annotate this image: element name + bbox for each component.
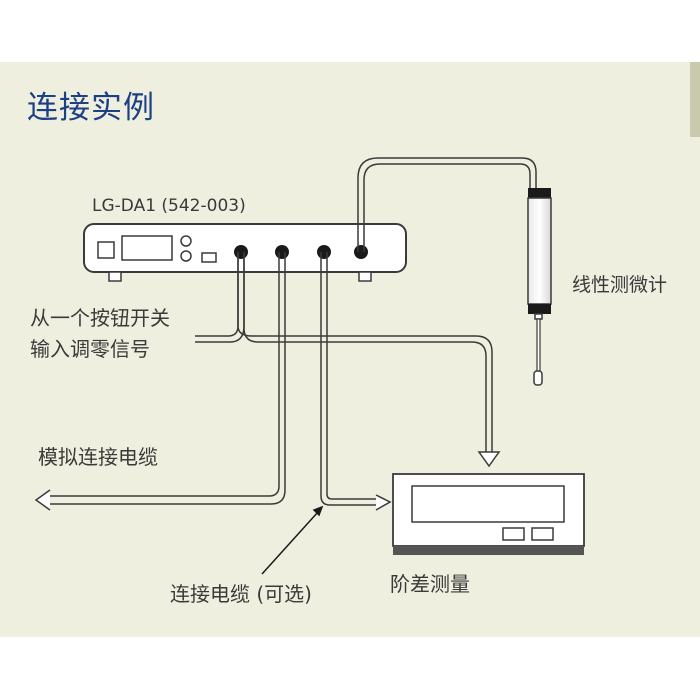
unit-knob-lower: [180, 250, 192, 262]
unit-knob-upper: [180, 235, 192, 247]
unit-display-window: [121, 235, 173, 261]
button-input-label-line1: 从一个按钮开关: [30, 306, 170, 330]
step-display-unit: [392, 473, 585, 555]
unit-foot-left: [108, 271, 122, 282]
gauge-cable: [357, 157, 537, 252]
unit-foot-right: [358, 271, 372, 282]
connection-cable-label: 连接电缆 (可选): [170, 582, 312, 606]
unit-switch: [201, 252, 217, 263]
linear-gauge: [527, 188, 552, 386]
zero-signal-cable: [195, 252, 501, 468]
cable-pointer-arrow: [261, 505, 324, 575]
linear-gauge-label: 线性测微计: [572, 274, 668, 296]
connector-port-4: [354, 245, 368, 259]
analog-cable-label: 模拟连接电缆: [38, 445, 158, 469]
analog-cable-line: [34, 252, 286, 511]
connector-port-3: [317, 245, 331, 259]
unit-square-button: [97, 241, 115, 259]
step-display-button-2: [531, 527, 554, 541]
step-measurement-label: 阶差测量: [390, 572, 470, 596]
device-model-label: LG-DA1 (542-003): [92, 196, 246, 216]
connector-port-1: [234, 245, 248, 259]
side-accent-bar: [690, 62, 700, 137]
diagram-title: 连接实例: [27, 90, 155, 126]
step-display-button-1: [502, 527, 525, 541]
connection-cable-line: [320, 252, 392, 511]
button-input-label-line2: 输入调零信号: [30, 337, 150, 361]
step-display-screen: [411, 485, 565, 523]
connector-port-2: [275, 245, 289, 259]
